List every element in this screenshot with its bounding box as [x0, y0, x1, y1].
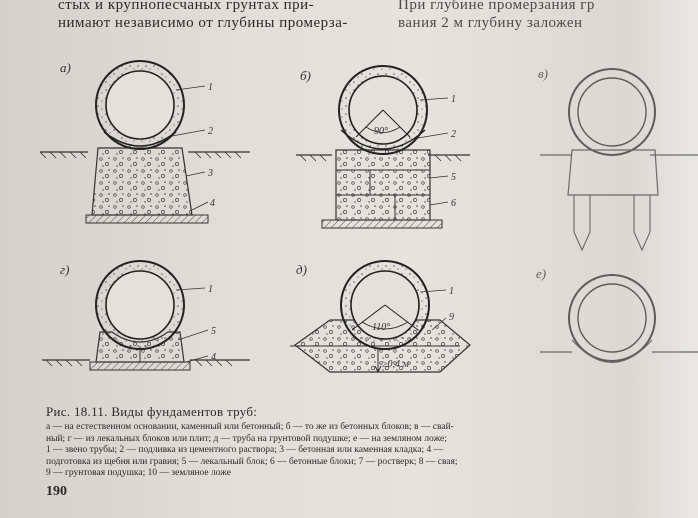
panel-label-e: е)	[536, 266, 546, 281]
text-line: нимают независимо от глубины промерза-	[58, 15, 348, 31]
angle-label: 90°	[374, 126, 388, 137]
figure-caption-title: Рис. 18.11. Виды фундаментов труб:	[46, 404, 258, 419]
page-shadow	[628, 0, 698, 518]
caption-line: подготовка из щебня или гравия; 5 — лека…	[46, 456, 458, 467]
figure-caption-body: а — на естественном основании, каменный …	[46, 422, 646, 480]
panel-label-c: в)	[538, 66, 548, 81]
top-text-left: стых и крупнопесчаных грунтах при- нимаю…	[58, 0, 388, 32]
panel-label-g: г)	[60, 262, 69, 277]
panel-d: д) 110° ≥0,4 м 1 9	[290, 260, 471, 374]
label-num: 1	[449, 286, 454, 297]
label-num: 1	[208, 82, 213, 93]
panel-b: б) 90° 1 2 5 6	[296, 65, 470, 229]
page-number: 190	[46, 484, 67, 499]
panel-e: е)	[536, 266, 698, 363]
panel-a: а) 1 2 3 4	[39, 60, 250, 224]
caption-line: 9 — грунтовая подушка; 10 — земляное лож…	[46, 468, 231, 478]
text-line: вания 2 м глубину заложен	[398, 15, 583, 31]
label-num: 2	[451, 129, 456, 140]
label-num: 4	[211, 352, 216, 363]
top-text-right: При глубине промерзания гр вания 2 м глу…	[398, 0, 698, 32]
caption-line: 1 — звено трубы; 2 — подливка из цементн…	[46, 445, 444, 455]
label-num: 6	[451, 198, 456, 209]
label-num: 2	[208, 126, 213, 137]
panel-label-d: д)	[296, 262, 307, 277]
text-line: При глубине промерзания гр	[398, 0, 595, 13]
label-num: 4	[210, 198, 215, 209]
panel-g: г) 1 5 4	[42, 260, 250, 371]
text-line: стых и крупнопесчаных грунтах при-	[58, 0, 315, 13]
label-num: 5	[211, 326, 216, 337]
caption-line: а — на естественном основании, каменный …	[46, 422, 454, 432]
panel-c: в)	[538, 66, 698, 252]
label-num: 1	[451, 94, 456, 105]
caption-line: ный; г — из лекальных блоков или плит; д…	[46, 433, 447, 444]
label-num: 5	[451, 172, 456, 183]
angle-label: 110°	[372, 322, 390, 333]
label-num: 9	[449, 312, 454, 323]
panel-label-a: а)	[60, 60, 71, 75]
depth-label: ≥0,4 м	[382, 359, 409, 370]
label-num: 3	[207, 168, 213, 179]
label-num: 1	[208, 284, 213, 295]
panel-label-b: б)	[300, 68, 311, 83]
